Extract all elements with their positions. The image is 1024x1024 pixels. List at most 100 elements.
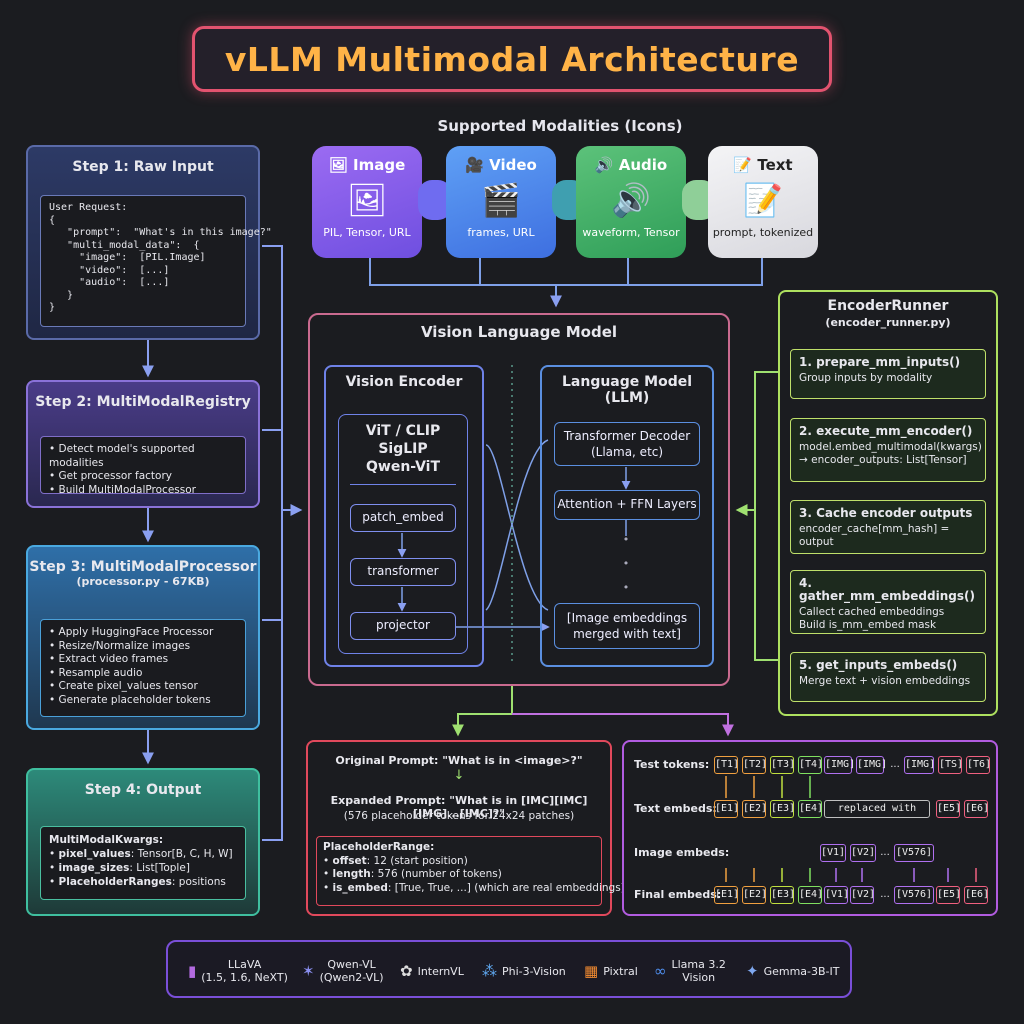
- token-chip: ...: [890, 759, 900, 770]
- runner-step-4: 4. gather_mm_embeddings() Callect cached…: [790, 570, 986, 634]
- token-arrows: [725, 776, 977, 882]
- row-label: Test tokens:: [634, 758, 710, 771]
- transformer-decoder-block: Transformer Decoder (Llama, etc): [554, 422, 700, 466]
- runner-step-title: 1. prepare_mm_inputs(): [799, 355, 961, 369]
- model-qwen: ✶Qwen-VL (Qwen2-VL): [302, 942, 384, 1000]
- model-name: Gemma-3B-IT: [763, 964, 840, 978]
- llm-box: [540, 365, 714, 667]
- token-chip: ...: [880, 889, 890, 900]
- range-key: length: [332, 868, 371, 880]
- model-phi: ⁂Phi-3-Vision: [482, 942, 566, 1000]
- token-chip: [IMG]: [824, 756, 855, 774]
- row-label: Final embeds:: [634, 888, 722, 901]
- step-3-box: Step 3: MultiModalProcessor (processor.p…: [26, 545, 260, 730]
- modality-desc: frames, URL: [467, 226, 535, 239]
- output-kwargs: MultiModalKwargs: pixel_values: Tensor[B…: [40, 826, 246, 900]
- modality-text-tile: 📝 Text 📝 prompt, tokenized: [708, 146, 818, 258]
- token-chip: [V2]: [850, 886, 875, 904]
- runner-step-line: model.embed_multimodal(kwargs): [799, 441, 982, 453]
- encoder-models: ViT / CLIP SigLIP Qwen-ViT: [338, 422, 468, 476]
- row-label: Text embeds:: [634, 802, 717, 815]
- raw-input-code: User Request: { "prompt": "What's in thi…: [40, 195, 272, 327]
- range-key: offset: [332, 854, 367, 867]
- token-merge-box: Test tokens: Text embeds: Image embeds: …: [622, 740, 998, 916]
- code-line: "video": [...]: [49, 264, 170, 276]
- kwarg-value: : Tensor[B, C, H, W]: [130, 848, 233, 860]
- code-line: "multi_modal_data": {: [49, 239, 200, 251]
- token-chip: [V1]: [824, 886, 849, 904]
- pixtral-logo-icon: ▦: [584, 962, 599, 980]
- list-item: Get processor factory: [49, 470, 237, 484]
- vision-encoder-title: Vision Encoder: [345, 374, 463, 390]
- list-item: Extract video frames: [49, 653, 237, 667]
- modality-label: Audio: [618, 156, 668, 174]
- attention-ffn-block: Attention + FFN Layers: [554, 490, 700, 520]
- token-chip: [T3]: [770, 756, 795, 774]
- runner-step-line: Merge text + vision embeddings: [799, 675, 971, 687]
- kwarg-value: : positions: [171, 876, 226, 888]
- runner-step-title: 5. get_inputs_embeds(): [799, 658, 958, 672]
- token-chip: [V576]: [894, 844, 934, 862]
- patch-embed-stage: patch_embed: [350, 504, 456, 532]
- runner-step-line: → encoder_outputs: List[Tensor]: [799, 454, 967, 466]
- token-chip: [T6]: [966, 756, 991, 774]
- prompt-expansion-box: Original Prompt: "What is in <image>?" ↓…: [306, 740, 625, 916]
- code-line: User Request:: [49, 202, 128, 213]
- code-line: }: [49, 302, 56, 313]
- token-chip: [V576]: [894, 886, 934, 904]
- placeholder-note: (576 placeholder tokens for 24x24 patche…: [343, 810, 575, 822]
- runner-step-line: Group inputs by modality: [799, 372, 933, 384]
- llava-logo-icon: ▮: [188, 962, 197, 980]
- memo-icon: 📝: [733, 156, 753, 174]
- expanded-prompt: Expanded Prompt: "What is in [IMC][IMC][…: [330, 794, 588, 820]
- token-chip: ...: [880, 847, 890, 858]
- modality-video-tile: 🎥 Video 🎬 frames, URL: [446, 146, 556, 258]
- code-line: "image": [PIL.Image]: [49, 252, 206, 263]
- list-item: Resample audio: [49, 667, 237, 681]
- image-icon: 🖼: [328, 156, 348, 174]
- merged-embeddings-block: [Image embeddings merged with text]: [554, 603, 700, 649]
- step-title: Step 1: Raw Input: [72, 159, 214, 175]
- kwargs-heading: MultiModalKwargs:: [49, 834, 164, 846]
- token-chip: [E5]: [936, 886, 961, 904]
- image-icon: 🖼: [346, 181, 388, 219]
- modality-label: Video: [489, 156, 537, 174]
- list-item: Apply HuggingFace Processor: [49, 626, 237, 640]
- token-chip: [IMG]: [856, 756, 887, 774]
- registry-list: Detect model's supported modalities Get …: [40, 436, 246, 496]
- token-chip: [E4]: [798, 800, 823, 818]
- kwarg-key: PlaceholderRanges: [58, 876, 172, 888]
- runner-step-title: 2. execute_mm_encoder(): [799, 424, 973, 438]
- token-chip: [E3]: [770, 800, 795, 818]
- llm-title: Language Model (LLM): [561, 374, 693, 406]
- token-chip: [E2]: [742, 886, 767, 904]
- encoder-model: SigLIP: [378, 441, 428, 457]
- modality-label: Image: [353, 156, 406, 174]
- range-title: PlaceholderRange:: [323, 841, 435, 853]
- page-title: vLLM Multimodal Architecture: [224, 39, 800, 79]
- divider: [350, 484, 456, 485]
- token-chip: [E6]: [964, 886, 989, 904]
- runner-step-line: Callect cached embeddings: [799, 606, 945, 618]
- modalities-heading: Supported Modalities (Icons): [437, 117, 683, 135]
- token-chip: [E5]: [936, 800, 961, 818]
- gemma-logo-icon: ✦: [746, 962, 759, 980]
- model-llama: ∞Llama 3.2 Vision: [654, 942, 726, 1000]
- list-item: Detect model's supported modalities: [49, 443, 237, 470]
- encoder-model: Qwen-ViT: [365, 459, 441, 475]
- modality-desc: prompt, tokenized: [712, 226, 814, 239]
- runner-step-2: 2. execute_mm_encoder() model.embed_mult…: [790, 418, 986, 482]
- placeholder-range-box: PlaceholderRange: • offset: 12 (start po…: [316, 836, 625, 906]
- processor-list: Apply HuggingFace Processor Resize/Norma…: [40, 619, 246, 717]
- token-chip: [E4]: [798, 886, 823, 904]
- token-chip: [E1]: [714, 800, 739, 818]
- step-title: Step 4: Output: [84, 782, 202, 798]
- range-value: : [True, True, ...] (which are real embe…: [387, 881, 625, 894]
- speaker-icon: 🔊: [611, 181, 651, 219]
- code-line: }: [49, 289, 74, 301]
- range-key: is_embed: [332, 881, 388, 894]
- token-chip: [T4]: [798, 756, 823, 774]
- step-title: Step 2: MultiModalRegistry: [35, 394, 251, 410]
- vlm-title: Vision Language Model: [420, 323, 618, 341]
